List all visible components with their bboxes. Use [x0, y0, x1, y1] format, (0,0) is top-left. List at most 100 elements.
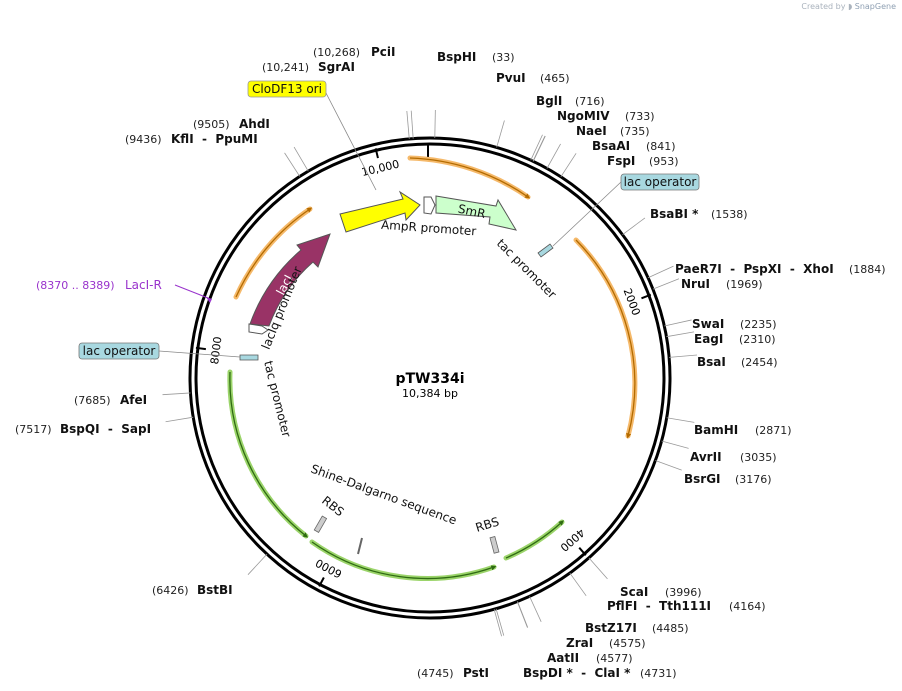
- site-leader-eagi: [666, 331, 695, 338]
- site-swai-pos: (2235): [740, 318, 777, 331]
- site-bstbi-pos: (6426): [152, 584, 189, 597]
- site-leader-psti: [493, 609, 502, 637]
- plasmid-length: 10,384 bp: [402, 387, 458, 400]
- rbs-right-label: RBS: [474, 514, 501, 534]
- lac-operator-leader-left: [158, 350, 241, 358]
- site-leader-sgrai: [406, 110, 410, 139]
- clodf13-ori-leader: [325, 92, 377, 191]
- scale-tick-4000: [578, 547, 587, 556]
- site-leader-bsrgi: [655, 460, 682, 471]
- orf-arc-top: [407, 155, 531, 200]
- site-leader-naei: [532, 135, 546, 162]
- laci-r-primer-line: [174, 284, 209, 299]
- laci-arrow: [249, 233, 331, 327]
- rbs-left-label: RBS: [319, 493, 347, 519]
- site-leader-swai: [664, 319, 692, 327]
- site-ahdi-pos: (9505): [193, 118, 230, 131]
- site-bsai-pos: (2454): [741, 356, 778, 369]
- site-bsaai-pos: (841): [646, 140, 676, 153]
- site-fspi-name: FspI: [607, 154, 635, 168]
- site-eagi-name: EagI: [694, 332, 723, 346]
- scale-tick-label-4000: 4000: [557, 526, 587, 554]
- site-leader-pcii: [410, 110, 414, 139]
- rbs-marker-left: [313, 515, 328, 533]
- site-afei-pos: (7685): [74, 394, 111, 407]
- site-pflfi-name: PflFI - Tth111I: [607, 599, 711, 613]
- laci-r-primer-range: (8370 .. 8389): [36, 279, 115, 292]
- plasmid-name: pTW334i: [395, 371, 464, 387]
- site-leader-pflfi: [569, 572, 587, 597]
- scale-tick-8000: [195, 346, 206, 351]
- laci-r-primer-marker: [206, 297, 212, 303]
- site-zrai-name: ZraI: [566, 636, 593, 650]
- orf-arc-right: [573, 237, 638, 439]
- site-sgrai-pos: (10,241): [262, 61, 309, 74]
- site-bgli-pos: (716): [575, 95, 605, 108]
- site-bsphi-pos: (33): [492, 51, 515, 64]
- site-bspdi-pos: (4731): [640, 667, 677, 680]
- site-leader-bspqi: [165, 416, 194, 423]
- site-leader-afei: [162, 392, 191, 396]
- site-bstz17i-name: BstZ17I: [585, 621, 637, 635]
- site-scai-pos: (3996): [665, 586, 702, 599]
- snapgene-watermark: Created by ◗ SnapGene: [801, 2, 896, 11]
- ampr-promoter-arrow: [423, 196, 436, 215]
- scale-tick-2000: [641, 293, 652, 300]
- site-leader-nrui: [652, 278, 680, 290]
- orf-arc-bottom-right: [503, 519, 565, 561]
- site-pvui-name: PvuI: [496, 71, 526, 85]
- watermark-brand: SnapGene: [854, 2, 896, 11]
- site-scai-name: ScaI: [620, 585, 648, 599]
- clodf13-ori-label: CloDF13 ori: [252, 82, 322, 96]
- site-bsabi-name: BsaBI *: [650, 207, 699, 221]
- site-leader-avrii: [661, 440, 689, 449]
- site-bspqi-name: BspQI - SapI: [60, 422, 151, 436]
- shine-dalgarno-marker: [357, 537, 363, 555]
- site-avrii-pos: (3035): [740, 451, 777, 464]
- smr-label: SmR: [457, 202, 487, 221]
- tac-promoter-left-label: tac promoter: [261, 359, 294, 438]
- site-bsaai-name: BsaAI: [592, 139, 630, 153]
- scale-tick-10000: [374, 148, 379, 159]
- lac-operator-label-left: lac operator: [83, 344, 156, 358]
- orf-arc-lower-left-core: [229, 371, 309, 538]
- site-pcii-name: PciI: [371, 45, 396, 59]
- site-bstz17i-pos: (4485): [652, 622, 689, 635]
- laciq-promoter-arrow: [248, 323, 269, 335]
- site-leader-bspdi: [495, 608, 505, 636]
- site-bsrgi-name: BsrGI: [684, 472, 721, 486]
- site-bspdi-name: BspDI * - ClaI *: [523, 666, 631, 680]
- site-bsabi-pos: (1538): [711, 208, 748, 221]
- site-bsrgi-pos: (3176): [735, 473, 772, 486]
- site-afei-name: AfeI: [120, 393, 147, 407]
- site-leader-aatii: [516, 601, 528, 628]
- site-bamhi-name: BamHI: [694, 423, 738, 437]
- site-leader-scai: [588, 557, 608, 580]
- backbone-inner-ring: [194, 142, 666, 614]
- laci-r-primer-name: LacI-R: [125, 278, 162, 292]
- site-kfli-pos: (9436): [125, 133, 162, 146]
- site-bsai-name: BsaI: [697, 355, 726, 369]
- site-psti-name: PstI: [463, 666, 489, 680]
- site-pvui-pos: (465): [540, 72, 570, 85]
- site-bstbi-name: BstBI: [197, 583, 233, 597]
- site-leader-pvui: [496, 120, 505, 148]
- rbs-marker-right: [489, 536, 500, 554]
- site-leader-bsai: [669, 354, 698, 358]
- lac-operator-marker-right: [537, 243, 554, 258]
- scale-tick-label-8000: 8000: [208, 336, 224, 365]
- site-naei-name: NaeI: [576, 124, 607, 138]
- site-nrui-name: NruI: [681, 277, 710, 291]
- site-leader-bgli: [530, 134, 543, 161]
- site-nrui-pos: (1969): [726, 278, 763, 291]
- scale-tick-6000: [318, 577, 325, 587]
- site-bspqi-pos: (7517): [15, 423, 52, 436]
- site-bamhi-pos: (2871): [755, 424, 792, 437]
- site-aatii-name: AatII: [547, 651, 579, 665]
- site-leader-ahdi: [293, 146, 309, 172]
- watermark-prefix: Created by: [801, 2, 846, 11]
- orf-arc-lower-left: [227, 369, 309, 539]
- lac-operator-label-right: lac operator: [624, 175, 697, 189]
- site-bsphi-name: BspHI: [437, 50, 476, 64]
- site-ngomiv-name: NgoMIV: [557, 109, 610, 123]
